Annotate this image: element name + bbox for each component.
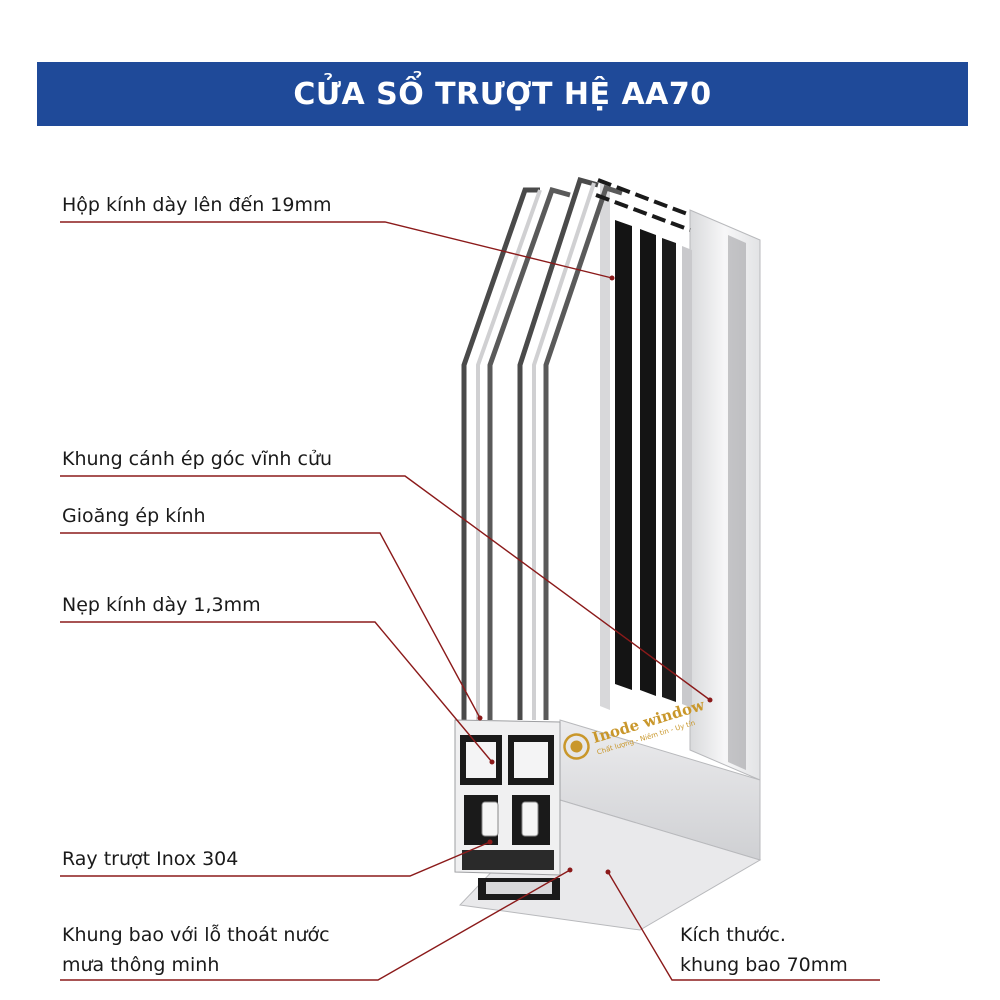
leader-sash bbox=[60, 475, 711, 701]
profile-section bbox=[454, 719, 561, 900]
leader-glass bbox=[60, 221, 613, 279]
callout-outer-frame-line1: Khung bao với lỗ thoát nước bbox=[62, 924, 330, 946]
leader-bead bbox=[60, 621, 493, 763]
callout-sash-frame: Khung cánh ép góc vĩnh cửu bbox=[62, 448, 333, 470]
sash-frame bbox=[600, 180, 692, 710]
callout-outer-frame-line2: mưa thông minh bbox=[62, 954, 220, 976]
leader-rail bbox=[60, 841, 491, 877]
leader-size bbox=[607, 871, 880, 981]
callout-slide-rail: Ray trượt Inox 304 bbox=[62, 848, 239, 870]
leader-dots bbox=[477, 275, 713, 875]
leader-frame bbox=[60, 869, 571, 981]
leader-gasket bbox=[60, 532, 481, 719]
callout-glass-unit: Hộp kính dày lên đến 19mm bbox=[62, 194, 332, 216]
callout-gasket: Gioăng ép kính bbox=[62, 505, 206, 527]
page-title: CỬA SỔ TRƯỢT HỆ AA70 bbox=[293, 76, 712, 112]
callout-size-line1: Kích thước. bbox=[680, 924, 786, 946]
callout-glass-bead: Nẹp kính dày 1,3mm bbox=[62, 594, 261, 616]
title-banner: CỬA SỔ TRƯỢT HỆ AA70 bbox=[37, 62, 968, 126]
callout-size-line2: khung bao 70mm bbox=[680, 954, 848, 976]
glass-panes bbox=[461, 176, 691, 720]
leader-lines bbox=[60, 221, 880, 981]
